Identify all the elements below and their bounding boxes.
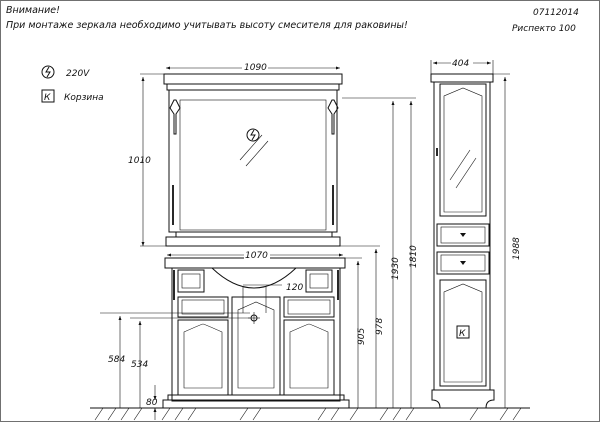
warning-title: Внимание! [6, 5, 60, 16]
dim-vanity-height: 905 [357, 328, 367, 345]
dim-mirror-top-2: 1810 [409, 245, 419, 268]
doc-code: 07112014 [533, 8, 579, 18]
dim-faucet-spacing: 120 [286, 283, 303, 293]
basket-label: Корзина [64, 93, 104, 103]
dim-mirror-height: 1010 [128, 156, 151, 166]
dim-mirror-top-1: 1930 [391, 257, 401, 280]
svg-text:К: К [459, 329, 466, 339]
dim-mirror-width: 1090 [244, 63, 267, 73]
svg-text:К: К [44, 93, 51, 103]
floor-hatch [94, 407, 522, 421]
dim-drain-height-2: 534 [131, 360, 148, 370]
warning-text: При монтаже зеркала необходимо учитывать… [6, 20, 408, 31]
product-name: Риспекто 100 [512, 24, 576, 34]
dim-column-width: 404 [452, 59, 469, 69]
dim-plinth-height: 80 [146, 398, 158, 408]
legend-power: 220V [41, 65, 90, 79]
dim-column-height: 1988 [512, 237, 522, 260]
lightning-icon [41, 65, 55, 79]
vanity [162, 257, 350, 409]
tall-cabinet: К [430, 73, 495, 409]
mirror [163, 73, 343, 247]
basket-icon [41, 89, 55, 103]
power-label: 220V [66, 69, 90, 79]
legend-basket: К Корзина [41, 89, 104, 103]
dim-counter-height: 978 [375, 318, 385, 335]
dim-vanity-width: 1070 [245, 251, 268, 261]
basin [211, 267, 297, 289]
mirror-lamp-right [327, 99, 339, 135]
basket-marker-icon [456, 325, 470, 339]
mirror-lamp-left [169, 99, 181, 135]
dim-drain-height-1: 584 [108, 355, 125, 365]
